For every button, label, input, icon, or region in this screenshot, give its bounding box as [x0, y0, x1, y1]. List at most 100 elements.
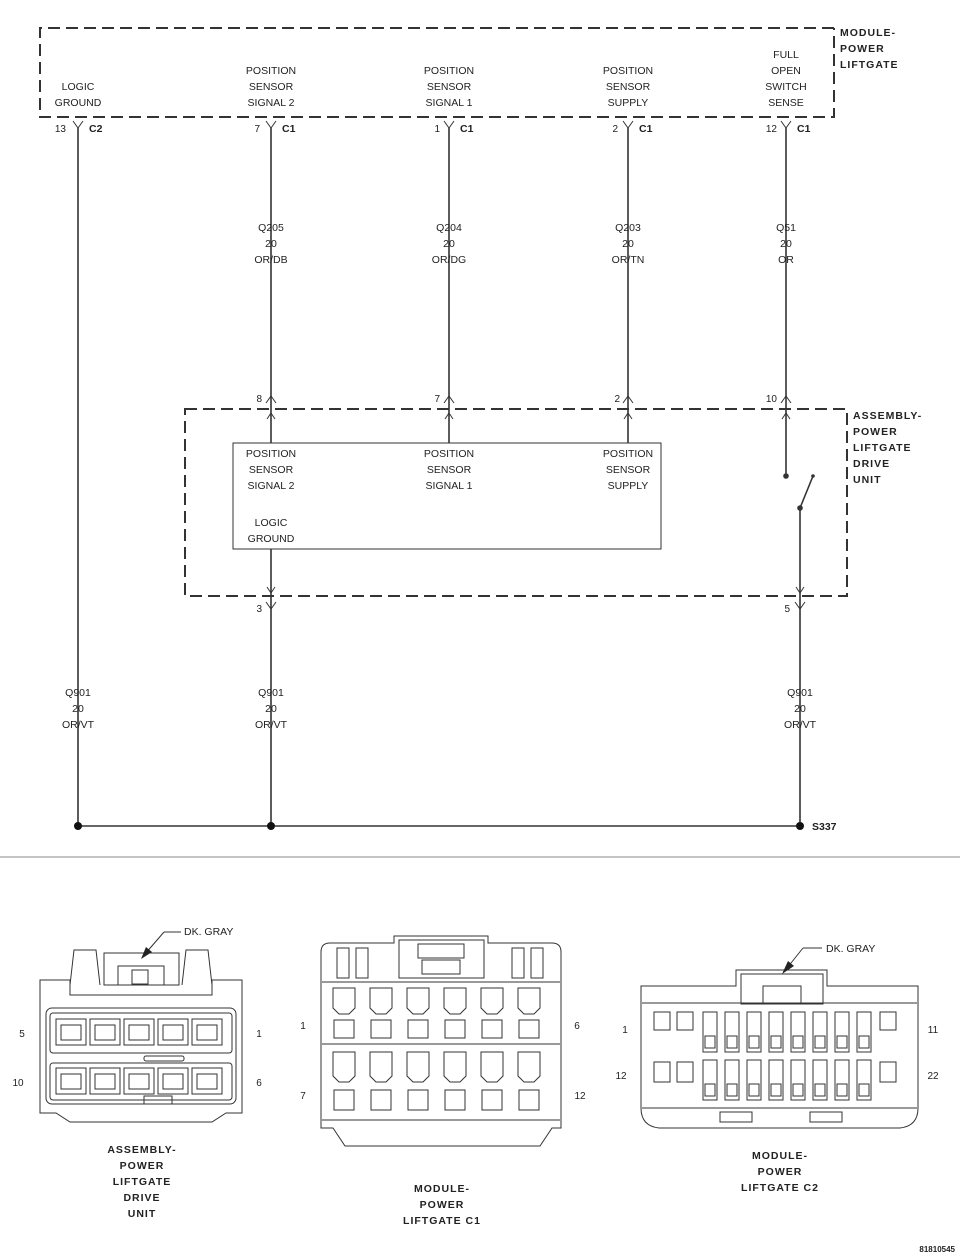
module-pin-labels: LOGIC GROUND POSITION SENSOR SIGNAL 2 PO…: [55, 49, 807, 109]
wire-label-q901-c-circuit: Q901: [787, 687, 813, 699]
pin-label-switch-1: FULL: [773, 49, 799, 61]
pin-label-supply-1: POSITION: [603, 65, 653, 77]
connector-c1-label-4: C1: [797, 123, 811, 135]
module-c2-pin-1: 1: [622, 1025, 628, 1036]
wire-label-q901-c-color: OR/VT: [784, 719, 817, 731]
wire-label-q51-color: OR: [778, 254, 794, 266]
module-c2-caption-3: LIFTGATE C2: [741, 1182, 819, 1194]
module-c2-color-note: DK. GRAY: [826, 943, 875, 955]
module-c1-pin-6: 6: [574, 1021, 580, 1032]
upper-wire-labels: Q205 20 OR/DB Q204 20 OR/DG Q203 20 OR/T…: [254, 222, 796, 266]
liftgate-module-title-line-2: POWER: [840, 43, 885, 55]
module-c1-pin-7: 7: [300, 1091, 306, 1102]
module-c1-caption-3: LIFTGATE C1: [403, 1215, 481, 1227]
sensor-supply-line-2: SENSOR: [606, 464, 651, 476]
sensor-signal1-line-3: SIGNAL 1: [426, 480, 473, 492]
module-c1-caption-2: POWER: [420, 1199, 465, 1211]
sensor-signal2-line-2: SENSOR: [249, 464, 294, 476]
module-c2-cavities: [653, 1011, 897, 1101]
figure-id: 81810545: [919, 1245, 955, 1254]
drive-unit-bottom-pins: 3 5: [256, 586, 806, 615]
wire-label-q205-circuit: Q205: [258, 222, 284, 234]
module-c2-caption-2: POWER: [758, 1166, 803, 1178]
pin-label-signal1-2: SENSOR: [427, 81, 472, 93]
drive-unit-assembly: ASSEMBLY- POWER LIFTGATE DRIVE UNIT: [184, 408, 922, 597]
wire-label-q901-a-color: OR/VT: [62, 719, 95, 731]
drive-unit-caption-2: POWER: [120, 1160, 165, 1172]
drive-unit-pin-10: 10: [12, 1078, 24, 1089]
wire-label-q203-gauge: 20: [622, 238, 634, 250]
connector-c1-label-3: C1: [639, 123, 653, 135]
sensor-supply-line-1: POSITION: [603, 448, 653, 460]
position-sensor-box: POSITION SENSOR SIGNAL 2 POSITION SENSOR…: [232, 442, 662, 550]
module-c2-pin-12: 12: [615, 1071, 627, 1082]
wires: [77, 128, 801, 827]
liftgate-module-title-line-3: LIFTGATE: [840, 59, 899, 71]
connector-c1-label-1: C1: [282, 123, 296, 135]
connector-view-module-c2: DK. GRAY 1 11 12 22 MODULE- POWER LIFTGA…: [615, 943, 939, 1194]
drive-unit-caption-1: ASSEMBLY-: [107, 1144, 176, 1156]
sensor-supply-line-3: SUPPLY: [608, 480, 649, 492]
drive-unit-title-line-5: UNIT: [853, 474, 882, 486]
drive-unit-color-note: DK. GRAY: [184, 926, 233, 938]
splice-s337: S337: [74, 821, 837, 833]
wire-label-q901-a-gauge: 20: [72, 703, 84, 715]
connector-c2-label: C2: [89, 123, 103, 135]
wire-label-q901-c-gauge: 20: [794, 703, 806, 715]
module-c1-caption-1: MODULE-: [414, 1183, 470, 1195]
wire-label-q901-b-color: OR/VT: [255, 719, 288, 731]
drive-unit-caption-5: UNIT: [128, 1208, 157, 1220]
drive-unit-title-line-4: DRIVE: [853, 458, 890, 470]
wire-label-q205-gauge: 20: [265, 238, 277, 250]
module-c2-caption-1: MODULE-: [752, 1150, 808, 1162]
wire-label-q205-color: OR/DB: [254, 254, 287, 266]
pin-label-switch-4: SENSE: [768, 97, 804, 109]
module-c1-pin-12: 12: [574, 1091, 586, 1102]
connector-view-drive-unit: DK. GRAY 5 1 10 6 ASSEMBLY- POWER LIFTGA…: [12, 926, 262, 1220]
connector-view-module-c1: 1 6 7 12 MODULE- POWER LIFTGATE C1: [300, 935, 586, 1227]
module-c1-cavities: [332, 987, 541, 1111]
pin-label-supply-3: SUPPLY: [608, 97, 649, 109]
module-connector-pins: 13 C2 7 C1 1 C1 2 C1 12 C1: [55, 120, 811, 135]
sensor-signal2-line-3: SIGNAL 2: [248, 480, 295, 492]
drive-pin-7: 7: [434, 394, 440, 405]
drive-unit-caption-4: DRIVE: [123, 1192, 160, 1204]
pin-label-signal1-1: POSITION: [424, 65, 474, 77]
wire-label-q901-b-gauge: 20: [265, 703, 277, 715]
pin-number-2: 2: [612, 124, 618, 135]
pin-number-1: 1: [434, 124, 440, 135]
wire-label-q901-a-circuit: Q901: [65, 687, 91, 699]
wire-label-q203-color: OR/TN: [612, 254, 645, 266]
drive-pin-2: 2: [614, 394, 620, 405]
sensor-signal1-line-1: POSITION: [424, 448, 474, 460]
pin-label-signal1-3: SIGNAL 1: [426, 97, 473, 109]
drive-pin-3: 3: [256, 604, 262, 615]
drive-unit-title-line-2: POWER: [853, 426, 898, 438]
wire-label-q51-gauge: 20: [780, 238, 792, 250]
pin-number-12: 12: [766, 124, 778, 135]
sensor-signal2-line-1: POSITION: [246, 448, 296, 460]
pin-label-switch-2: OPEN: [771, 65, 801, 77]
splice-label: S337: [812, 821, 837, 833]
pin-label-supply-2: SENSOR: [606, 81, 651, 93]
pin-label-signal2-1: POSITION: [246, 65, 296, 77]
liftgate-module: MODULE- POWER LIFTGATE: [39, 27, 899, 118]
lower-wire-labels: Q901 20 OR/VT Q901 20 OR/VT Q901 20 OR/V…: [62, 687, 817, 731]
pin-label-logic-ground-2: GROUND: [55, 97, 102, 109]
module-c2-pin-11: 11: [928, 1025, 939, 1036]
connector-c1-label-2: C1: [460, 123, 474, 135]
liftgate-module-title-line-1: MODULE-: [840, 27, 896, 39]
wire-label-q204-gauge: 20: [443, 238, 455, 250]
drive-unit-title-line-1: ASSEMBLY-: [853, 410, 922, 422]
wire-label-q901-b-circuit: Q901: [258, 687, 284, 699]
drive-pin-8: 8: [256, 394, 262, 405]
full-open-switch: [783, 473, 815, 511]
wire-label-q204-color: OR/DG: [432, 254, 466, 266]
module-c1-pin-1: 1: [300, 1021, 306, 1032]
wire-label-q51-circuit: Q51: [776, 222, 796, 234]
drive-unit-pin-1: 1: [256, 1029, 262, 1040]
drive-unit-top-pins: 8 7 2 10: [256, 394, 792, 420]
drive-unit-cavities: [55, 1018, 223, 1095]
pin-number-7: 7: [254, 124, 260, 135]
